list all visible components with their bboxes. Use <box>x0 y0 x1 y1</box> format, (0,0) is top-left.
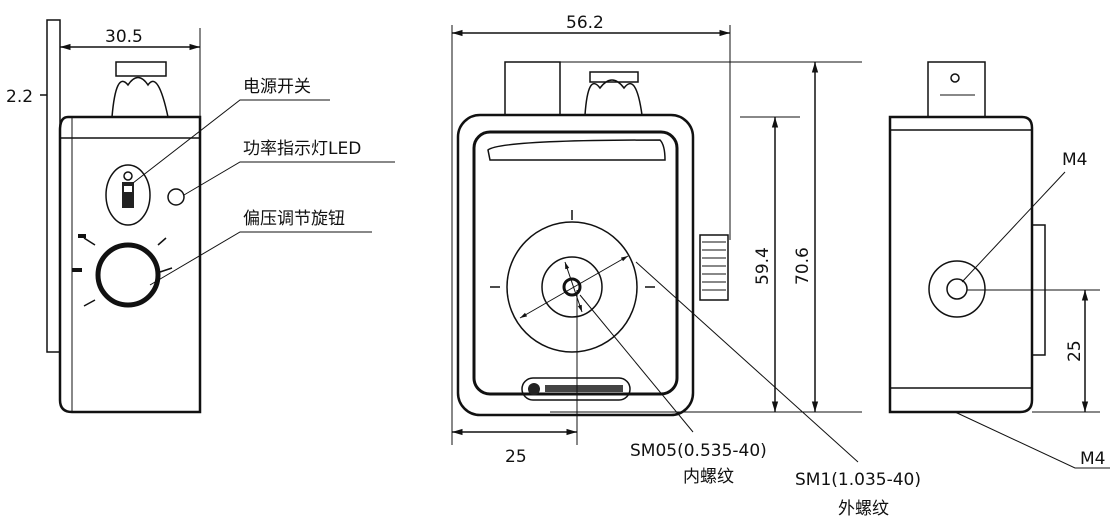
sm05-inner-thread <box>541 256 603 318</box>
label-power-switch: 电源开关 <box>243 77 311 97</box>
dim-offset: 2.2 <box>6 87 33 107</box>
side-view: 25 M4 M4 <box>888 61 1110 469</box>
label-sm05-type: 内螺纹 <box>683 467 734 487</box>
top-connector-side <box>927 61 986 118</box>
mounting-plate <box>46 19 61 353</box>
top-connector-left <box>111 61 169 118</box>
bias-knob-icon <box>72 234 173 308</box>
housing-side <box>888 115 1034 414</box>
dim-center-offset-front: 25 <box>505 447 527 467</box>
side-knob <box>699 234 729 301</box>
sm1-outer-thread <box>506 221 638 353</box>
front-view: 56.2 59.4 70.6 25 SM05(0.535-40) 内螺纹 SM1… <box>451 13 921 519</box>
dim-center-height: 25 <box>1065 340 1085 362</box>
dim-height-inner: 59.4 <box>753 247 773 285</box>
label-m4-bottom: M4 <box>1080 449 1105 469</box>
housing-left <box>58 115 202 414</box>
label-power-led: 功率指示灯LED <box>243 139 361 159</box>
power-switch-icon <box>105 164 151 226</box>
label-m4-side: M4 <box>1062 150 1087 170</box>
dim-width-left: 30.5 <box>105 27 143 47</box>
label-sm1: SM1(1.035-40) <box>795 470 921 490</box>
dim-width-front: 56.2 <box>566 13 604 33</box>
dim-height-total: 70.6 <box>793 247 813 285</box>
power-led-icon <box>167 188 185 206</box>
brand-badge <box>521 377 631 401</box>
top-connector <box>504 61 561 116</box>
label-sm1-type: 外螺纹 <box>838 499 889 519</box>
label-sm05: SM05(0.535-40) <box>630 441 767 461</box>
housing-front <box>456 113 695 417</box>
left-view: 30.5 2.2 电源开关 功率指示灯LED 偏压调节旋钮 <box>6 19 395 414</box>
m4-mount-hole <box>928 260 986 318</box>
label-bias-knob: 偏压调节旋钮 <box>243 209 345 229</box>
